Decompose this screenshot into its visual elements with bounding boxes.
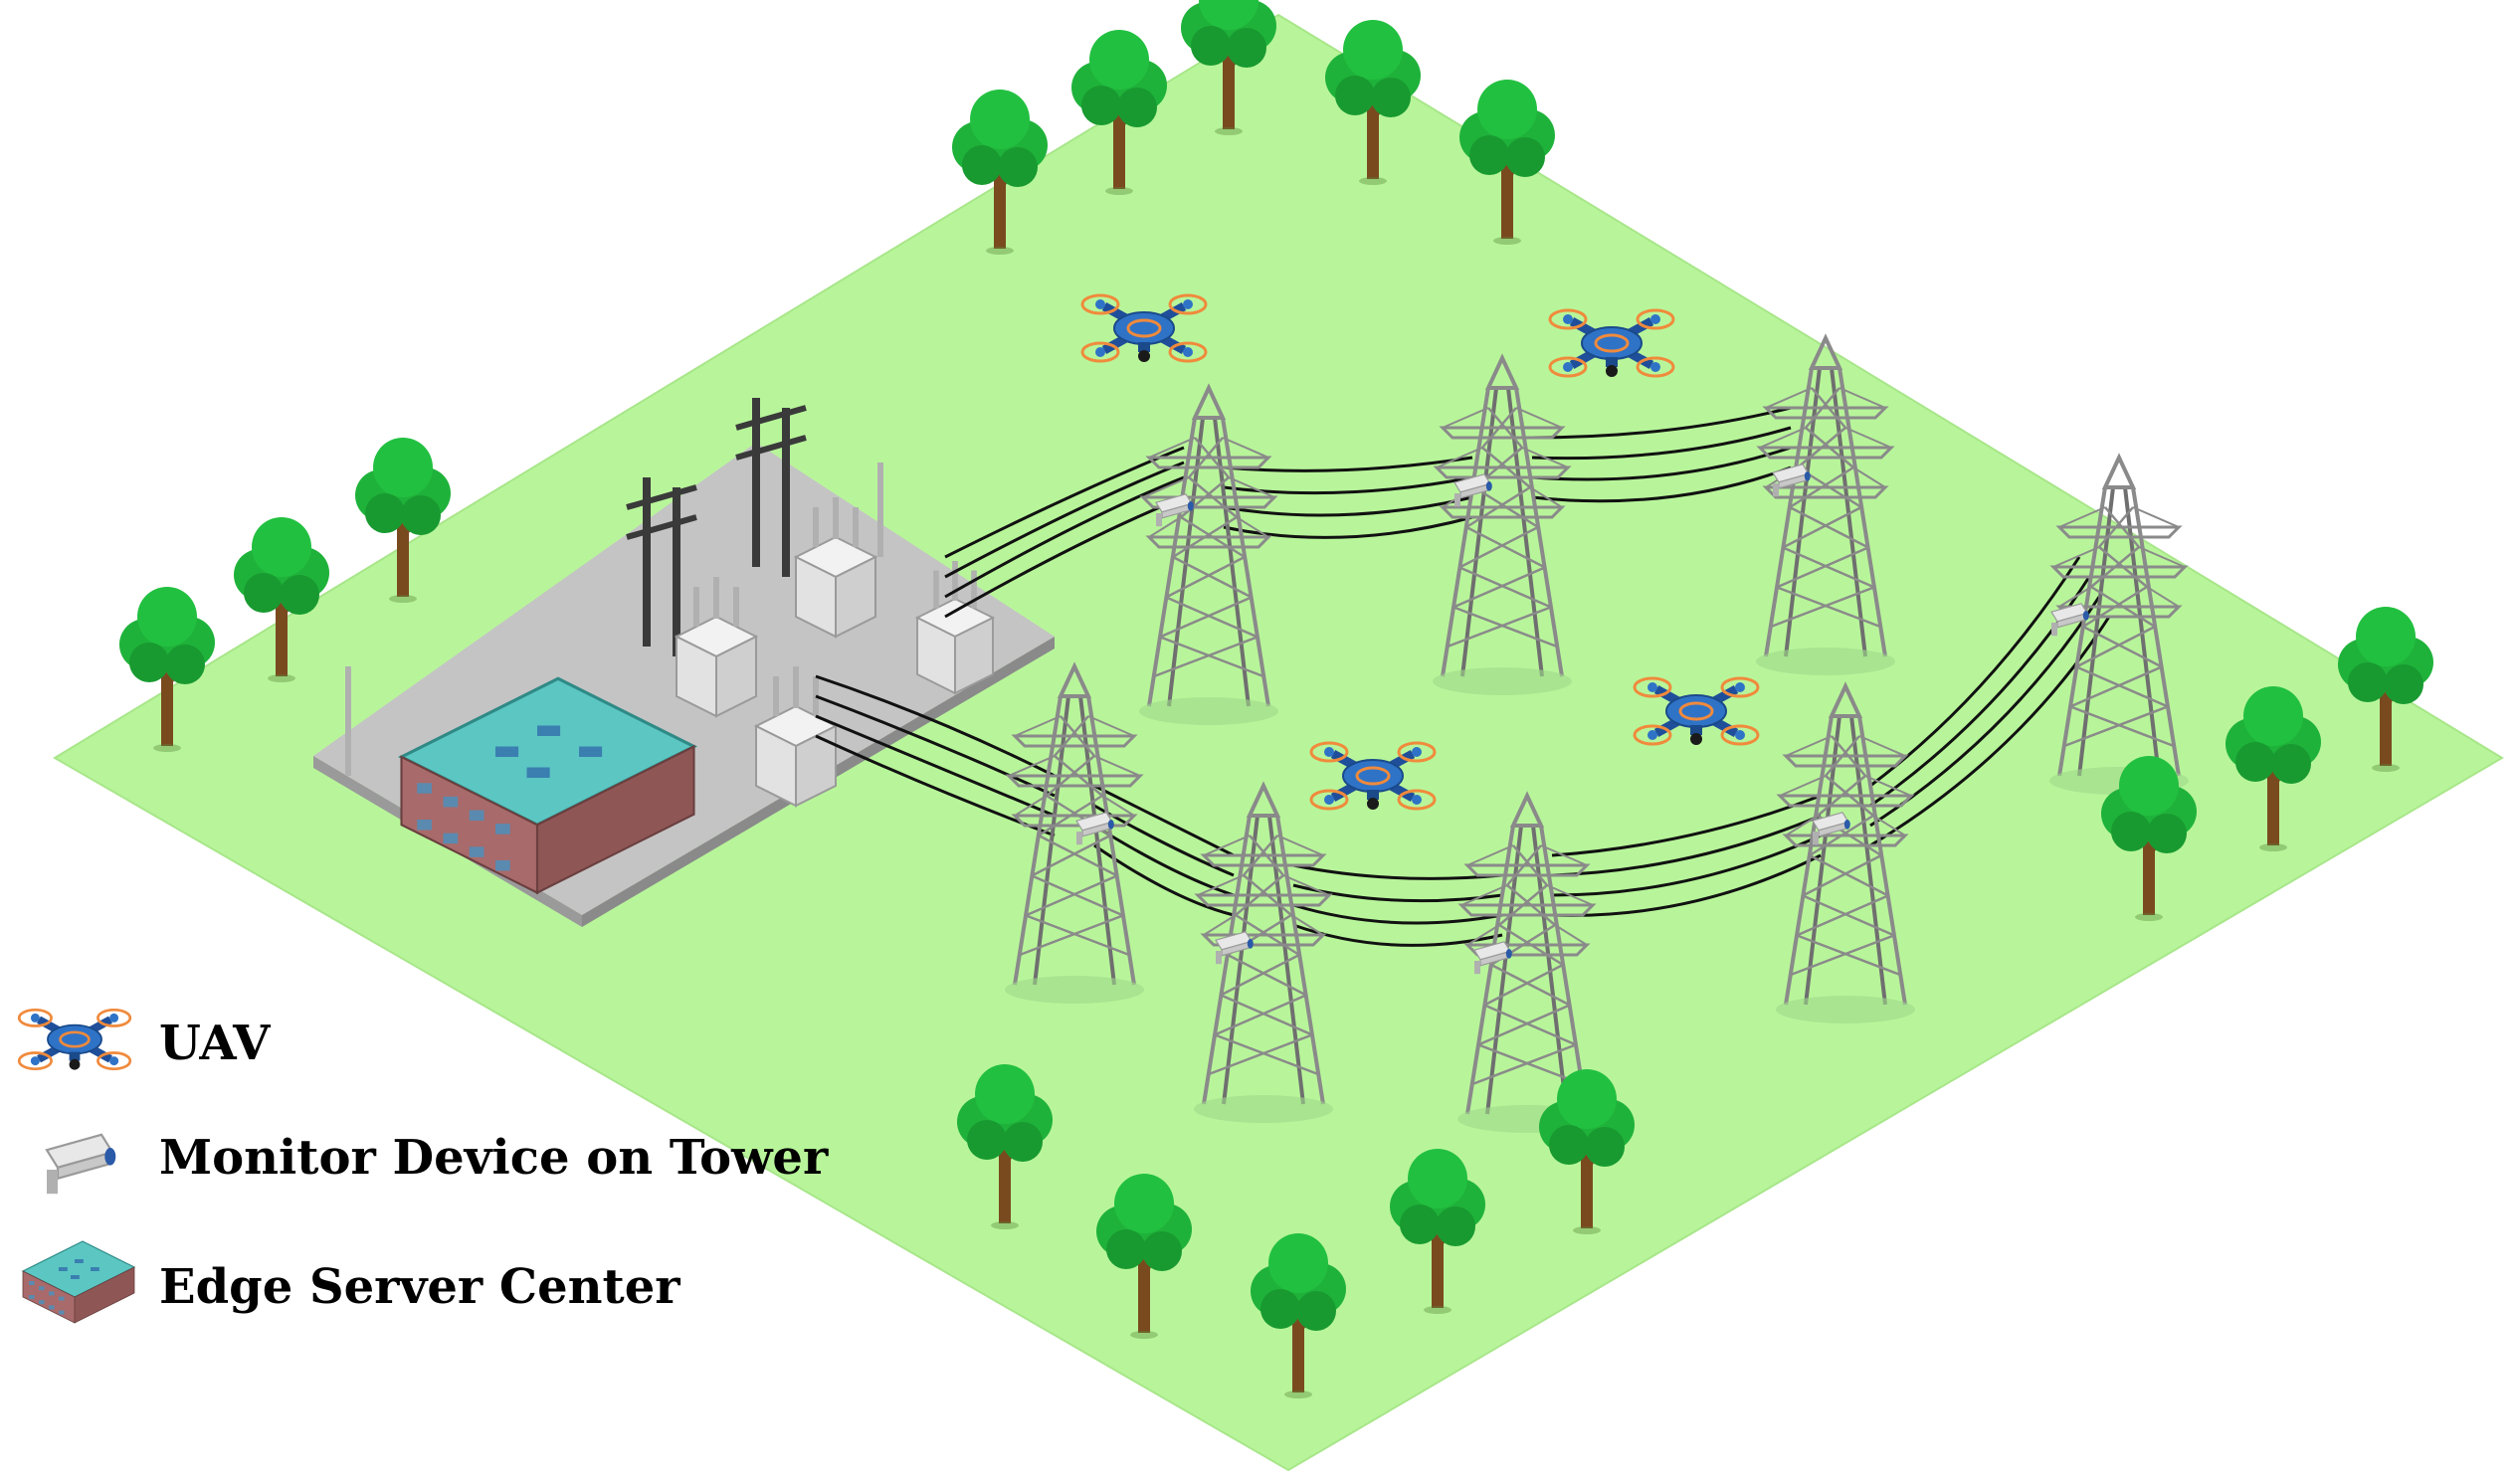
- legend-item-monitor: Monitor Device on Tower: [45, 1130, 829, 1196]
- monitor-camera-icon: [45, 1133, 117, 1196]
- legend-label-edge-server: Edge Server Center: [159, 1259, 680, 1315]
- edge-server-building-icon: [22, 1240, 135, 1324]
- ground-plane: [53, 13, 2504, 1472]
- legend-item-edge-server: Edge Server Center: [22, 1240, 680, 1324]
- legend-label-uav: UAV: [159, 1016, 271, 1071]
- legend-label-monitor: Monitor Device on Tower: [159, 1130, 829, 1186]
- legend-item-uav: UAV: [19, 1010, 271, 1071]
- legend: UAV Monitor Device on Tower Edge Server …: [19, 1010, 829, 1324]
- lamp-posts: [345, 463, 883, 776]
- uav-icon: [19, 1010, 130, 1069]
